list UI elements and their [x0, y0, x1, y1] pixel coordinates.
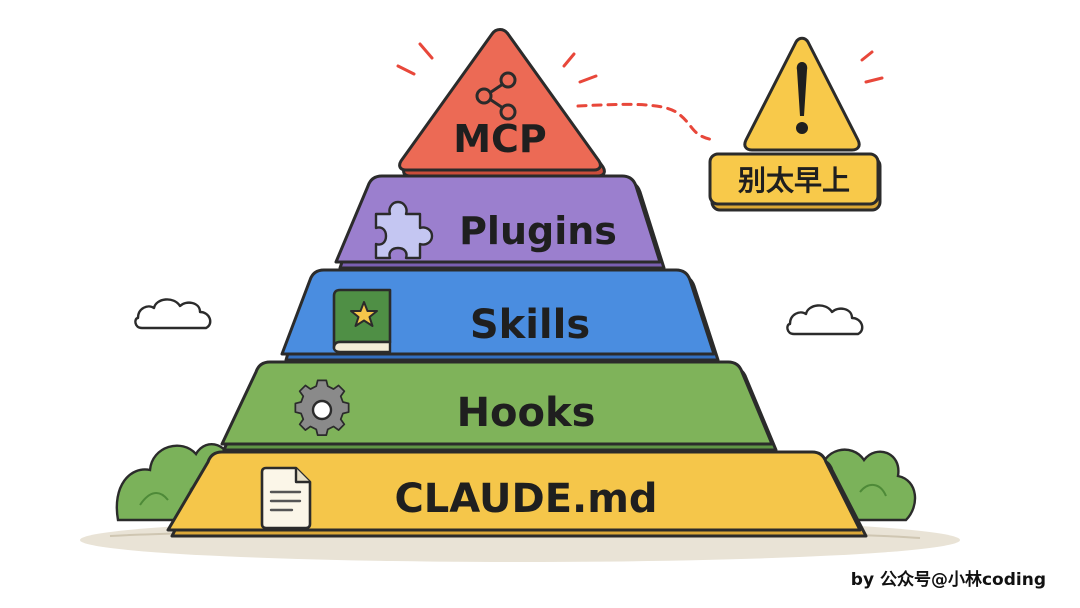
mcp-emphasis-marks [396, 42, 598, 84]
layer-label-plugins: Plugins [459, 209, 617, 253]
layer-claude-md: CLAUDE.md [166, 450, 868, 538]
layer-label-mcp: MCP [453, 117, 547, 161]
book-star-icon [332, 288, 392, 354]
credit-text: by 公众号@小林coding [850, 570, 1046, 590]
layer-label-hooks: Hooks [457, 390, 596, 436]
gear-icon [294, 379, 350, 436]
warning-badge: 别太早上 [708, 36, 884, 212]
layer-mcp: MCP [396, 28, 606, 178]
warning-label: 别太早上 [738, 164, 850, 197]
layer-label-claude-md: CLAUDE.md [394, 476, 657, 522]
share-nodes-icon [475, 71, 517, 121]
layer-hooks: Hooks [220, 360, 778, 452]
layer-label-skills: Skills [470, 302, 590, 348]
layer-skills: Skills [280, 268, 720, 362]
cloud-right [786, 304, 864, 336]
puzzle-piece-icon [374, 200, 434, 260]
warning-triangle-icon [743, 36, 861, 152]
warning-connector [576, 102, 716, 142]
cloud-left [134, 298, 212, 330]
layer-plugins: Plugins [334, 174, 666, 270]
document-icon [260, 466, 312, 530]
